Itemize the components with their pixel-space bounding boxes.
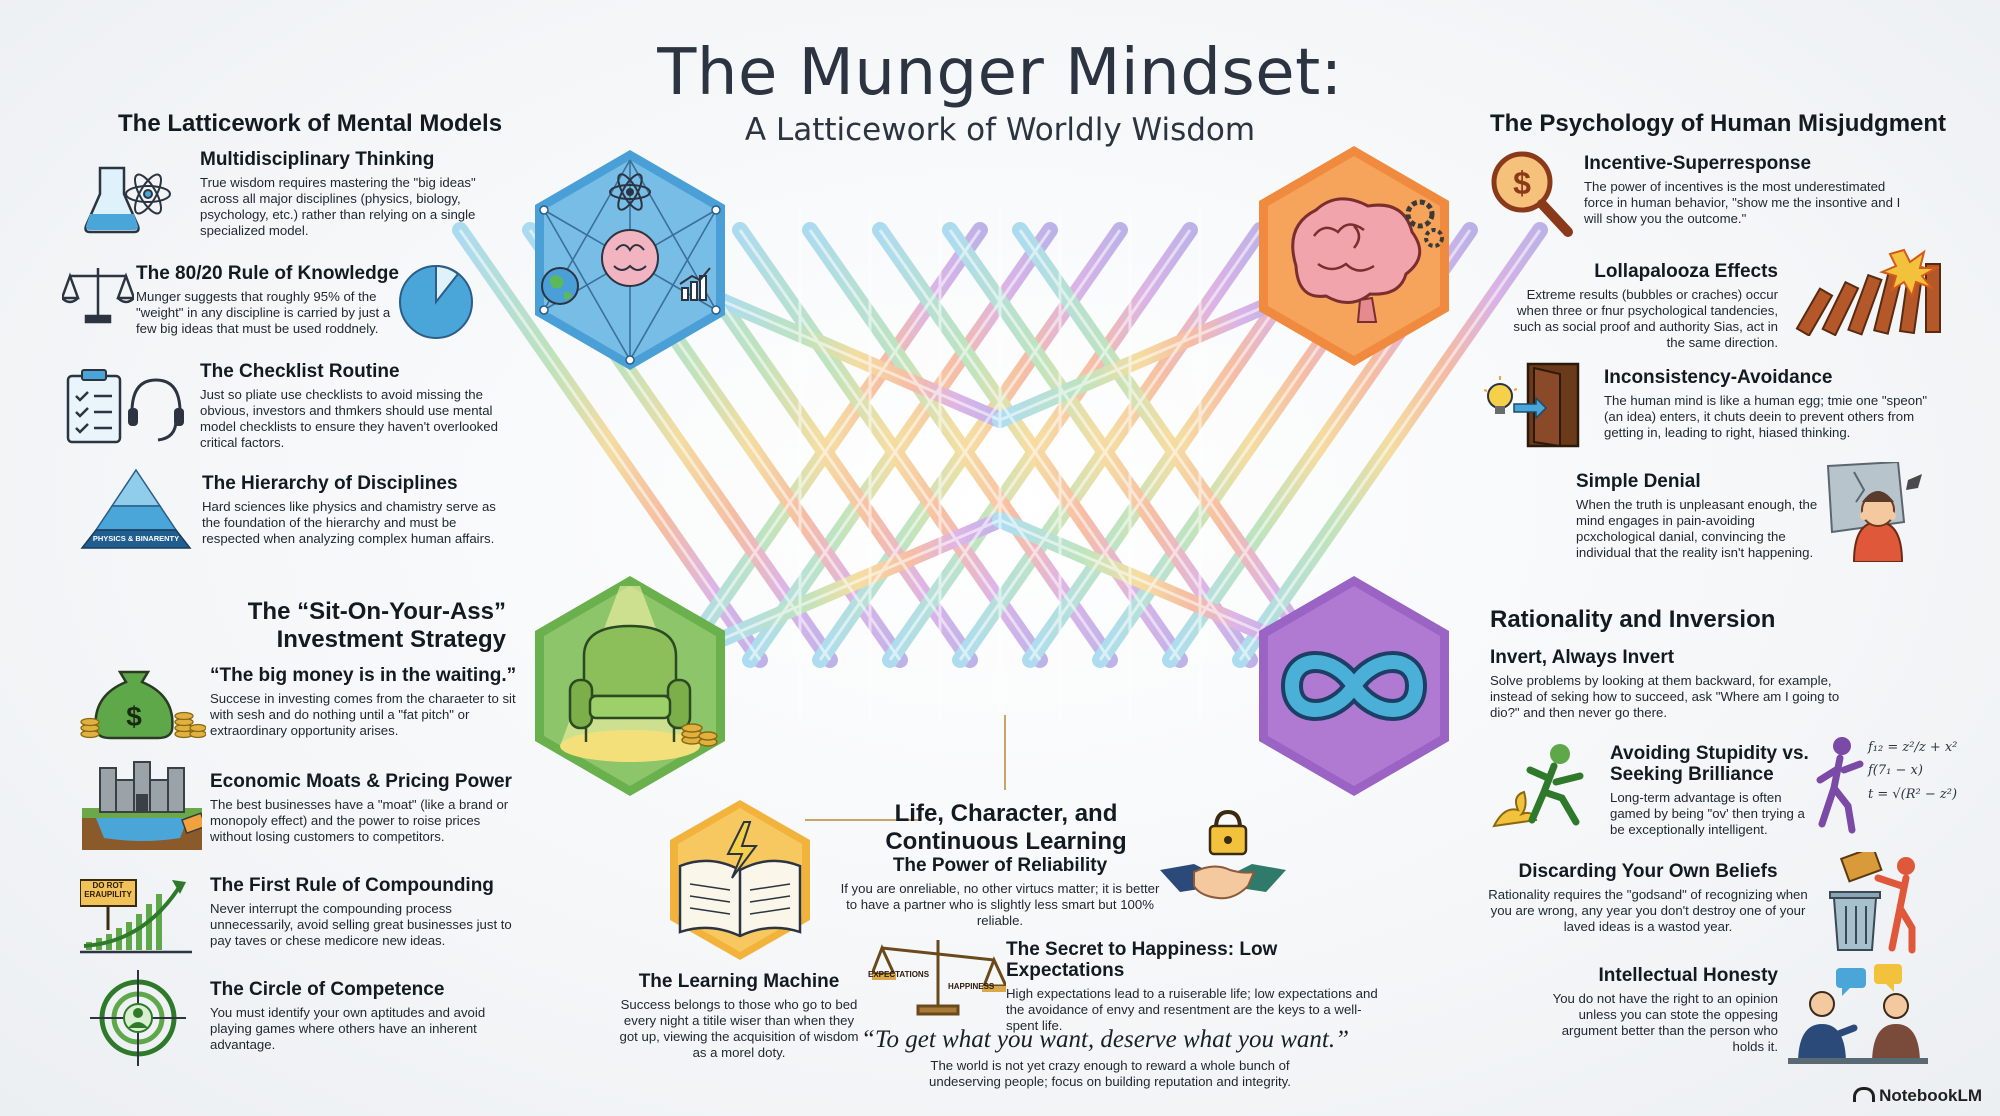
lightning-icon: [726, 821, 758, 879]
bar-chart-icon: [679, 267, 711, 301]
lattice-bar: [999, 298, 1281, 422]
item-checklist-routine: The Checklist Routine Just so pliate use…: [200, 361, 498, 451]
target-person-icon: [90, 970, 186, 1066]
item-intellectual-honesty: Intellectual Honesty You do not have the…: [1552, 965, 1778, 1055]
incentive-magnifier-icon: $: [1491, 151, 1573, 237]
item-simple-denial: Simple Denial When the truth is unpleasa…: [1576, 471, 1818, 561]
page-subtitle: A Latticework of Worldly Wisdom: [744, 112, 1256, 148]
lattice-bar: [878, 229, 1182, 661]
item-lollapalooza: Lollapalooza Effects Extreme results (bu…: [1513, 261, 1778, 351]
explosion-icon: [1879, 248, 1940, 299]
lattice-bar: [948, 229, 1252, 661]
hex-psychology: [1259, 146, 1449, 366]
section-title-psychology: The Psychology of Human Misjudgment: [1490, 110, 1947, 137]
door-lightbulb-icon: [1484, 362, 1580, 448]
quote-deserve: “To get what you want, deserve what you …: [861, 1026, 1349, 1053]
banana-slip-icon: [1492, 744, 1584, 828]
item-discarding-beliefs: Discarding Your Own Beliefs Rationality …: [1488, 861, 1808, 935]
flask-atom-icon: [84, 166, 171, 234]
item-circle-of-competence: The Circle of Competence You must identi…: [210, 979, 486, 1053]
item-power-of-reliability: The Power of Reliability If you are onre…: [840, 855, 1160, 929]
money-bag-icon: $: [80, 670, 206, 740]
item-multidisciplinary: Multidisciplinary Thinking True wisdom r…: [200, 149, 476, 239]
hex-inversion: [1259, 576, 1449, 796]
pyramid-icon: [80, 468, 192, 549]
clipboard-headset-icon: [66, 369, 184, 444]
pyramid-label: PHYSICS & BINARENTY: [92, 534, 180, 543]
debate-people-icon: [1788, 964, 1928, 1064]
lattice-bar: [1018, 229, 1322, 661]
lattice-bar: [999, 518, 1281, 642]
scale-label-right: HAPPINESS: [948, 982, 995, 991]
item-inconsistency-avoidance: Inconsistency-Avoidance The human mind i…: [1604, 367, 1928, 441]
dominoes-icon: [1795, 248, 1941, 336]
brain-icon: [601, 229, 659, 287]
lattice-bar: [458, 229, 762, 661]
expectations-scale-icon: [872, 940, 1006, 1016]
svg-text:$: $: [126, 701, 142, 732]
page-title: The Munger Mindset:: [657, 36, 1343, 110]
section-title-life-character: Life, Character, and Continuous Learning: [885, 800, 1127, 856]
svg-text:$: $: [1513, 165, 1531, 201]
section-title-latticework: The Latticework of Mental Models: [118, 110, 503, 137]
lattice-bar: [1238, 229, 1542, 661]
item-quote-explanation: The world is not yet crazy enough to rew…: [929, 1058, 1291, 1090]
item-hierarchy-of-disciplines: The Hierarchy of Disciplines Hard scienc…: [202, 473, 496, 547]
compounding-chart-icon: [80, 879, 192, 954]
item-avoiding-stupidity: Avoiding Stupidity vs. Seeking Brillianc…: [1610, 743, 1809, 837]
thinker-person-icon: [1816, 737, 1864, 834]
lattice-bar: [719, 298, 1001, 422]
lattice-bar: [958, 229, 1262, 661]
brain-gears-icon: [1291, 197, 1444, 323]
lattice-bar: [719, 518, 1001, 642]
item-incentive-superresponse: Incentive-Superresponse The power of inc…: [1584, 153, 1901, 227]
coin-stack-icon: [681, 723, 718, 747]
open-book-icon: [678, 859, 802, 938]
item-first-rule-compounding: The First Rule of Compounding Never inte…: [210, 875, 512, 949]
trash-can-icon: [1829, 852, 1916, 954]
lattice-bar: [738, 229, 1042, 661]
handshake-lock-icon: [1160, 809, 1286, 900]
lattice-bar: [888, 229, 1192, 661]
section-title-rationality: Rationality and Inversion: [1490, 606, 1776, 633]
castle-moat-icon: [82, 761, 202, 850]
item-economic-moats: Economic Moats & Pricing Power The best …: [210, 771, 512, 845]
pie-chart-icon: [399, 264, 473, 339]
infinity-loop-icon: [1280, 651, 1428, 721]
item-80-20-rule: The 80/20 Rule of Knowledge Munger sugge…: [136, 263, 399, 337]
padlock-icon: [1208, 809, 1248, 856]
section-title-investment-strategy: The “Sit-On-Your-Ass” Investment Strateg…: [247, 598, 506, 654]
hex-patience: [535, 576, 725, 796]
armchair-icon: [568, 624, 692, 742]
compounding-sign-label: DO ROT ERAUPILITY: [84, 881, 132, 899]
item-big-money-waiting: “The big money is in the waiting.” Succe…: [210, 665, 517, 739]
item-invert-always-invert: Invert, Always Invert Solve problems by …: [1490, 647, 1840, 721]
hex-mental-models: [535, 150, 725, 370]
scale-label-left: EXPECTATIONS: [868, 970, 930, 979]
lightbulb-icon: [1487, 383, 1513, 414]
atom-icon: [609, 173, 651, 211]
globe-icon: [541, 267, 579, 305]
item-secret-to-happiness: The Secret to Happiness: Low Expectation…: [1006, 939, 1378, 1033]
hex-learning: [670, 800, 810, 960]
brand-notebooklm: NotebookLM: [1853, 1086, 1982, 1106]
denial-person-icon: [1826, 462, 1922, 562]
lattice-bar: [808, 229, 1112, 661]
notebooklm-logo-icon: [1853, 1087, 1876, 1102]
scale-icon: [62, 268, 134, 324]
item-learning-machine: The Learning Machine Success belongs to …: [619, 971, 859, 1061]
